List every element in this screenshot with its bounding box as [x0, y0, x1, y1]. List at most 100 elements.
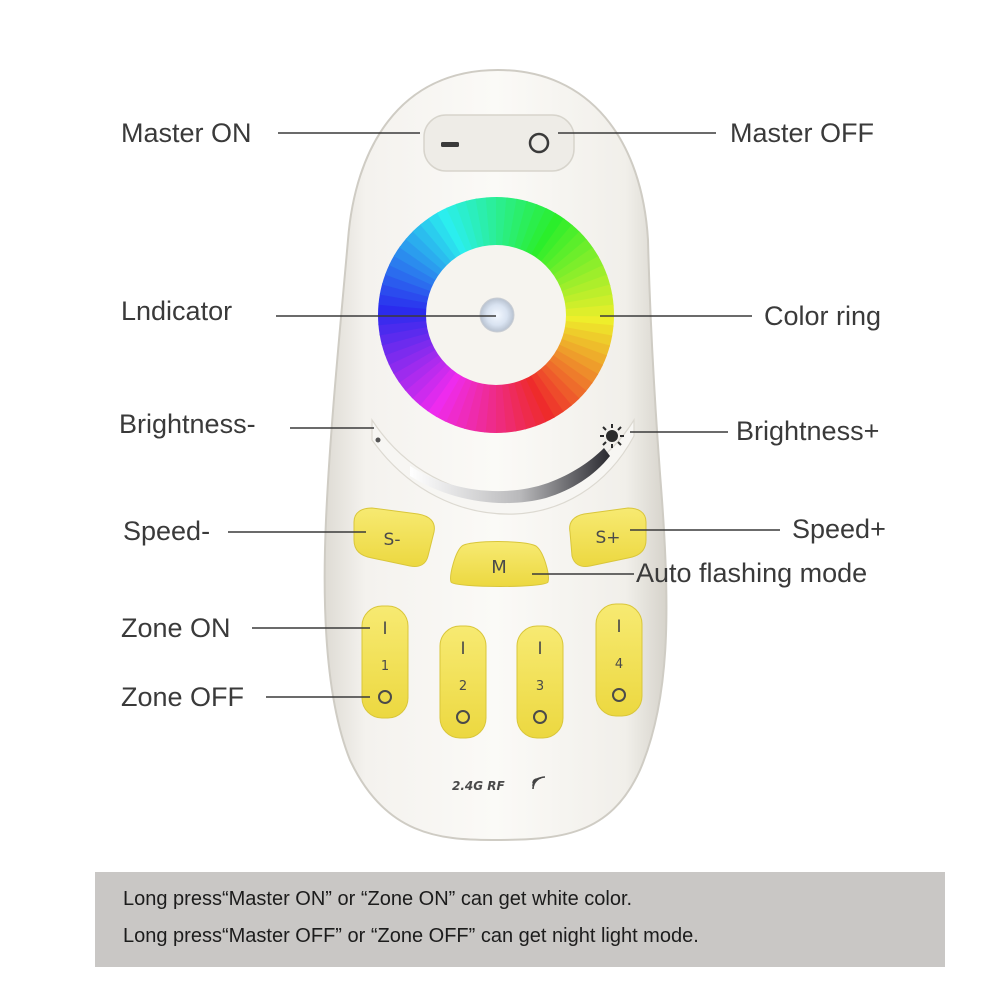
color-ring-segment: [551, 247, 599, 282]
color-ring-segment: [563, 304, 614, 317]
color-ring-segment: [530, 212, 565, 260]
speed-plus-key-label: S+: [595, 528, 620, 548]
color-ring-segment: [539, 224, 581, 268]
brightness-slider[interactable]: [410, 448, 610, 504]
color-ring-segment: [381, 331, 433, 356]
note-line-2: Long press“Master OFF” or “Zone OFF” can…: [123, 925, 699, 947]
color-ring-segment: [534, 367, 572, 413]
circle-off-icon: [528, 132, 550, 154]
color-ring-segment: [398, 353, 444, 391]
color-ring-segment: [404, 358, 448, 399]
label-auto-flashing: Auto flashing mode: [636, 558, 867, 588]
zone-3-button[interactable]: I3: [516, 625, 564, 739]
zone-2-button[interactable]: I2: [439, 625, 487, 739]
master-pad: [423, 114, 575, 172]
callout-lines: [228, 132, 780, 698]
color-ring-segment: [455, 200, 480, 252]
speed-minus-button[interactable]: S-: [353, 507, 435, 567]
zone-on-symbol: I: [616, 617, 621, 637]
color-ring-segment: [393, 246, 441, 281]
color-ring-segment: [382, 273, 433, 298]
color-ring-segment: [512, 378, 537, 430]
master-on-button[interactable]: [441, 142, 459, 147]
circle-off-icon: [378, 690, 392, 704]
master-off-button[interactable]: [528, 132, 550, 154]
zone-on-symbol: I: [382, 619, 387, 639]
color-ring-segment: [507, 198, 529, 250]
zone-number: 4: [615, 657, 623, 672]
zone-key-body: [361, 605, 409, 719]
color-ring-segment: [494, 382, 507, 433]
circle-off-icon: [456, 710, 470, 724]
color-ring-segment: [437, 207, 469, 257]
color-ring-segment: [554, 343, 603, 376]
minus-icon: [441, 142, 459, 147]
color-ring-segment: [544, 231, 588, 272]
label-speed-plus: Speed+: [792, 514, 886, 544]
color-ring-segment: [523, 373, 555, 423]
color-ring-segment: [548, 239, 594, 277]
color-ring-segment: [385, 263, 435, 292]
zone-on-symbol: I: [537, 639, 542, 659]
zone-number: 3: [536, 679, 544, 694]
label-brightness-minus: Brightness-: [119, 409, 256, 439]
wireless-icon: [532, 776, 546, 790]
color-ring-segment: [563, 315, 614, 327]
circle-off-icon: [612, 688, 626, 702]
color-ring-segment: [418, 366, 457, 412]
color-ring-segment: [405, 230, 449, 272]
color-ring-segment: [506, 380, 527, 432]
color-ring-segment: [393, 348, 441, 383]
color-ring-segment: [378, 292, 430, 310]
color-ring-segment: [428, 212, 463, 260]
sun-large-icon: [600, 424, 624, 448]
color-ring-segment: [529, 370, 564, 418]
brightness-minus-button[interactable]: [375, 437, 381, 443]
color-ring-segment: [559, 274, 611, 299]
zone-number: 2: [459, 679, 467, 694]
color-ring-segment: [454, 378, 479, 429]
zone-4-button[interactable]: I4: [595, 603, 643, 717]
brightness-plus-button[interactable]: [600, 424, 624, 448]
color-ring-segment: [551, 349, 599, 384]
color-ring-segment: [412, 223, 453, 267]
color-ring-segment: [379, 282, 431, 304]
label-indicator: Lndicator: [121, 296, 232, 326]
rf-mark: 2.4G RF: [452, 776, 546, 793]
color-ring-segment: [484, 382, 496, 433]
color-ring-segment: [399, 237, 445, 276]
color-ring-segment: [561, 326, 613, 348]
color-ring-segment: [435, 373, 468, 422]
color-ring-segment: [388, 342, 438, 374]
zone-1-button[interactable]: I1: [361, 605, 409, 719]
indicator-light: [479, 297, 515, 333]
mode-button[interactable]: M: [450, 541, 549, 587]
color-ring-segment: [378, 303, 429, 315]
circle-off-icon: [533, 710, 547, 724]
color-ring-segment: [543, 358, 587, 400]
color-ring-segment: [559, 332, 610, 357]
zone-key-body: [516, 625, 564, 739]
color-ring-segment: [496, 197, 508, 248]
color-ring-segment: [463, 380, 485, 432]
note-box: Long press“Master ON” or “Zone ON” can g…: [95, 872, 945, 967]
color-ring-segment: [420, 217, 458, 263]
note-line-1: Long press“Master ON” or “Zone ON” can g…: [123, 888, 633, 910]
speed-minus-key-label: S-: [384, 530, 401, 550]
speed-plus-button[interactable]: S+: [569, 507, 647, 567]
color-ring-segment: [557, 265, 608, 293]
color-ring-segment: [535, 218, 574, 264]
color-ring-segment: [465, 198, 486, 250]
color-ring-segment: [561, 284, 613, 305]
color-ring-segment: [444, 376, 473, 426]
rf-mark-label: 2.4G RF: [452, 779, 506, 793]
label-zone-on: Zone ON: [121, 613, 231, 643]
label-brightness-plus: Brightness+: [736, 416, 879, 446]
color-ring-segment: [389, 254, 438, 287]
label-master-off: Master OFF: [730, 118, 874, 148]
color-ring-segment: [384, 337, 435, 365]
color-ring[interactable]: [377, 197, 614, 433]
color-ring-segment: [562, 320, 614, 338]
label-color-ring: Color ring: [764, 301, 881, 331]
